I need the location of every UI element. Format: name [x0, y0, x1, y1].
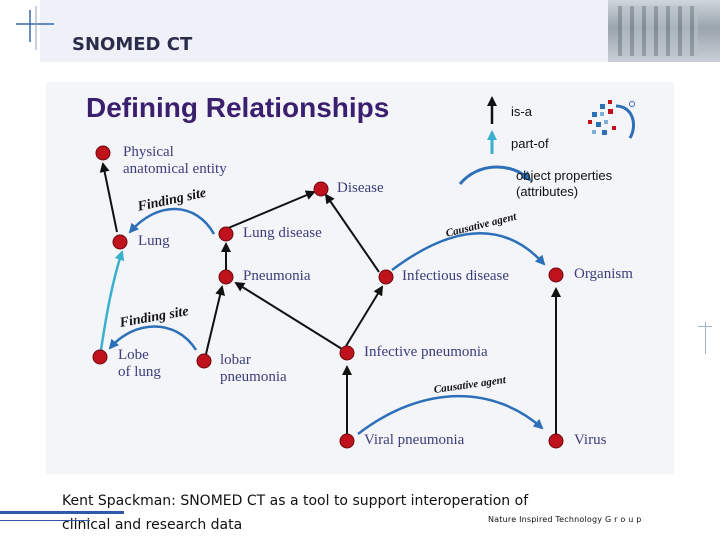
side-crosshair-vertical — [705, 322, 706, 354]
isa-arrow-infective-to-infectious — [345, 285, 384, 347]
header-band — [40, 0, 720, 62]
diagram-panel: Defining Relationships is-a part-of obje… — [46, 82, 674, 474]
label-organism: Organism — [574, 266, 633, 282]
isa-arrow-lobar-to-pneumonia — [205, 285, 226, 355]
diagram-heading: Defining Relationships — [86, 92, 390, 123]
isa-arrow-infectious-to-disease — [324, 193, 380, 273]
side-crosshair-horizontal — [698, 326, 712, 327]
caption-line-2: clinical and research data — [62, 517, 243, 533]
legend-isa-label: is-a — [511, 104, 532, 119]
label-lobe-of-lung: Lobe of lung — [118, 347, 161, 380]
isa-arrow-infective-to-pneumonia — [234, 281, 343, 350]
isa-arrow-lung-to-physical — [99, 162, 118, 233]
caption-line-1: Kent Spackman: SNOMED CT as a tool to su… — [62, 493, 529, 509]
node-lobar-pneumonia — [196, 353, 212, 369]
slide-title: SNOMED CT — [72, 34, 193, 55]
group-name-footer: Nature Inspired Technology G r o u p — [488, 515, 642, 524]
bottom-accent-rule — [0, 511, 124, 514]
snomed-logo — [588, 100, 635, 139]
label-infectious-disease: Infectious disease — [402, 268, 510, 284]
label-pneumonia: Pneumonia — [243, 268, 311, 284]
legend-partof-label: part-of — [511, 136, 549, 151]
building-photo — [608, 0, 720, 62]
legend-property-arrow — [458, 165, 532, 185]
slide-caption: Kent Spackman: SNOMED CT as a tool to su… — [62, 489, 528, 537]
node-infectious-disease — [378, 269, 394, 285]
finding-site-arrow-lung-disease — [128, 207, 216, 235]
corner-crosshair-mark — [16, 6, 54, 50]
bottom-accent-rule-thin — [0, 520, 90, 521]
node-physical-entity — [95, 145, 111, 161]
label-lung-disease: Lung disease — [243, 225, 322, 241]
node-lung-disease — [218, 226, 234, 242]
node-pneumonia — [218, 269, 234, 285]
legend-property-label: object properties (attributes) — [516, 168, 613, 199]
node-lobe-of-lung — [92, 349, 108, 365]
node-disease — [313, 181, 329, 197]
isa-arrow-lung-disease-to-disease — [225, 190, 316, 230]
causative-agent-arrow-viral — [357, 395, 544, 435]
node-organism — [548, 267, 564, 283]
label-lung: Lung — [138, 233, 170, 249]
node-infective-pneumonia — [339, 345, 355, 361]
label-virus: Virus — [574, 432, 607, 448]
node-viral-pneumonia — [339, 433, 355, 449]
partof-arrow-lobe-to-lung — [99, 250, 125, 351]
causative-agent-arrow-infectious — [391, 232, 546, 272]
label-infective-pneumonia: Infective pneumonia — [364, 344, 488, 360]
label-viral-pneumonia: Viral pneumonia — [364, 432, 465, 448]
node-virus — [548, 433, 564, 449]
label-disease: Disease — [337, 180, 384, 196]
label-lobar-pneumonia: lobar pneumonia — [220, 352, 287, 385]
node-lung — [112, 234, 128, 250]
relationship-diagram — [92, 96, 635, 449]
label-physical-entity: Physical anatomical entity — [123, 144, 227, 177]
finding-site-arrow-lobar — [108, 325, 198, 351]
